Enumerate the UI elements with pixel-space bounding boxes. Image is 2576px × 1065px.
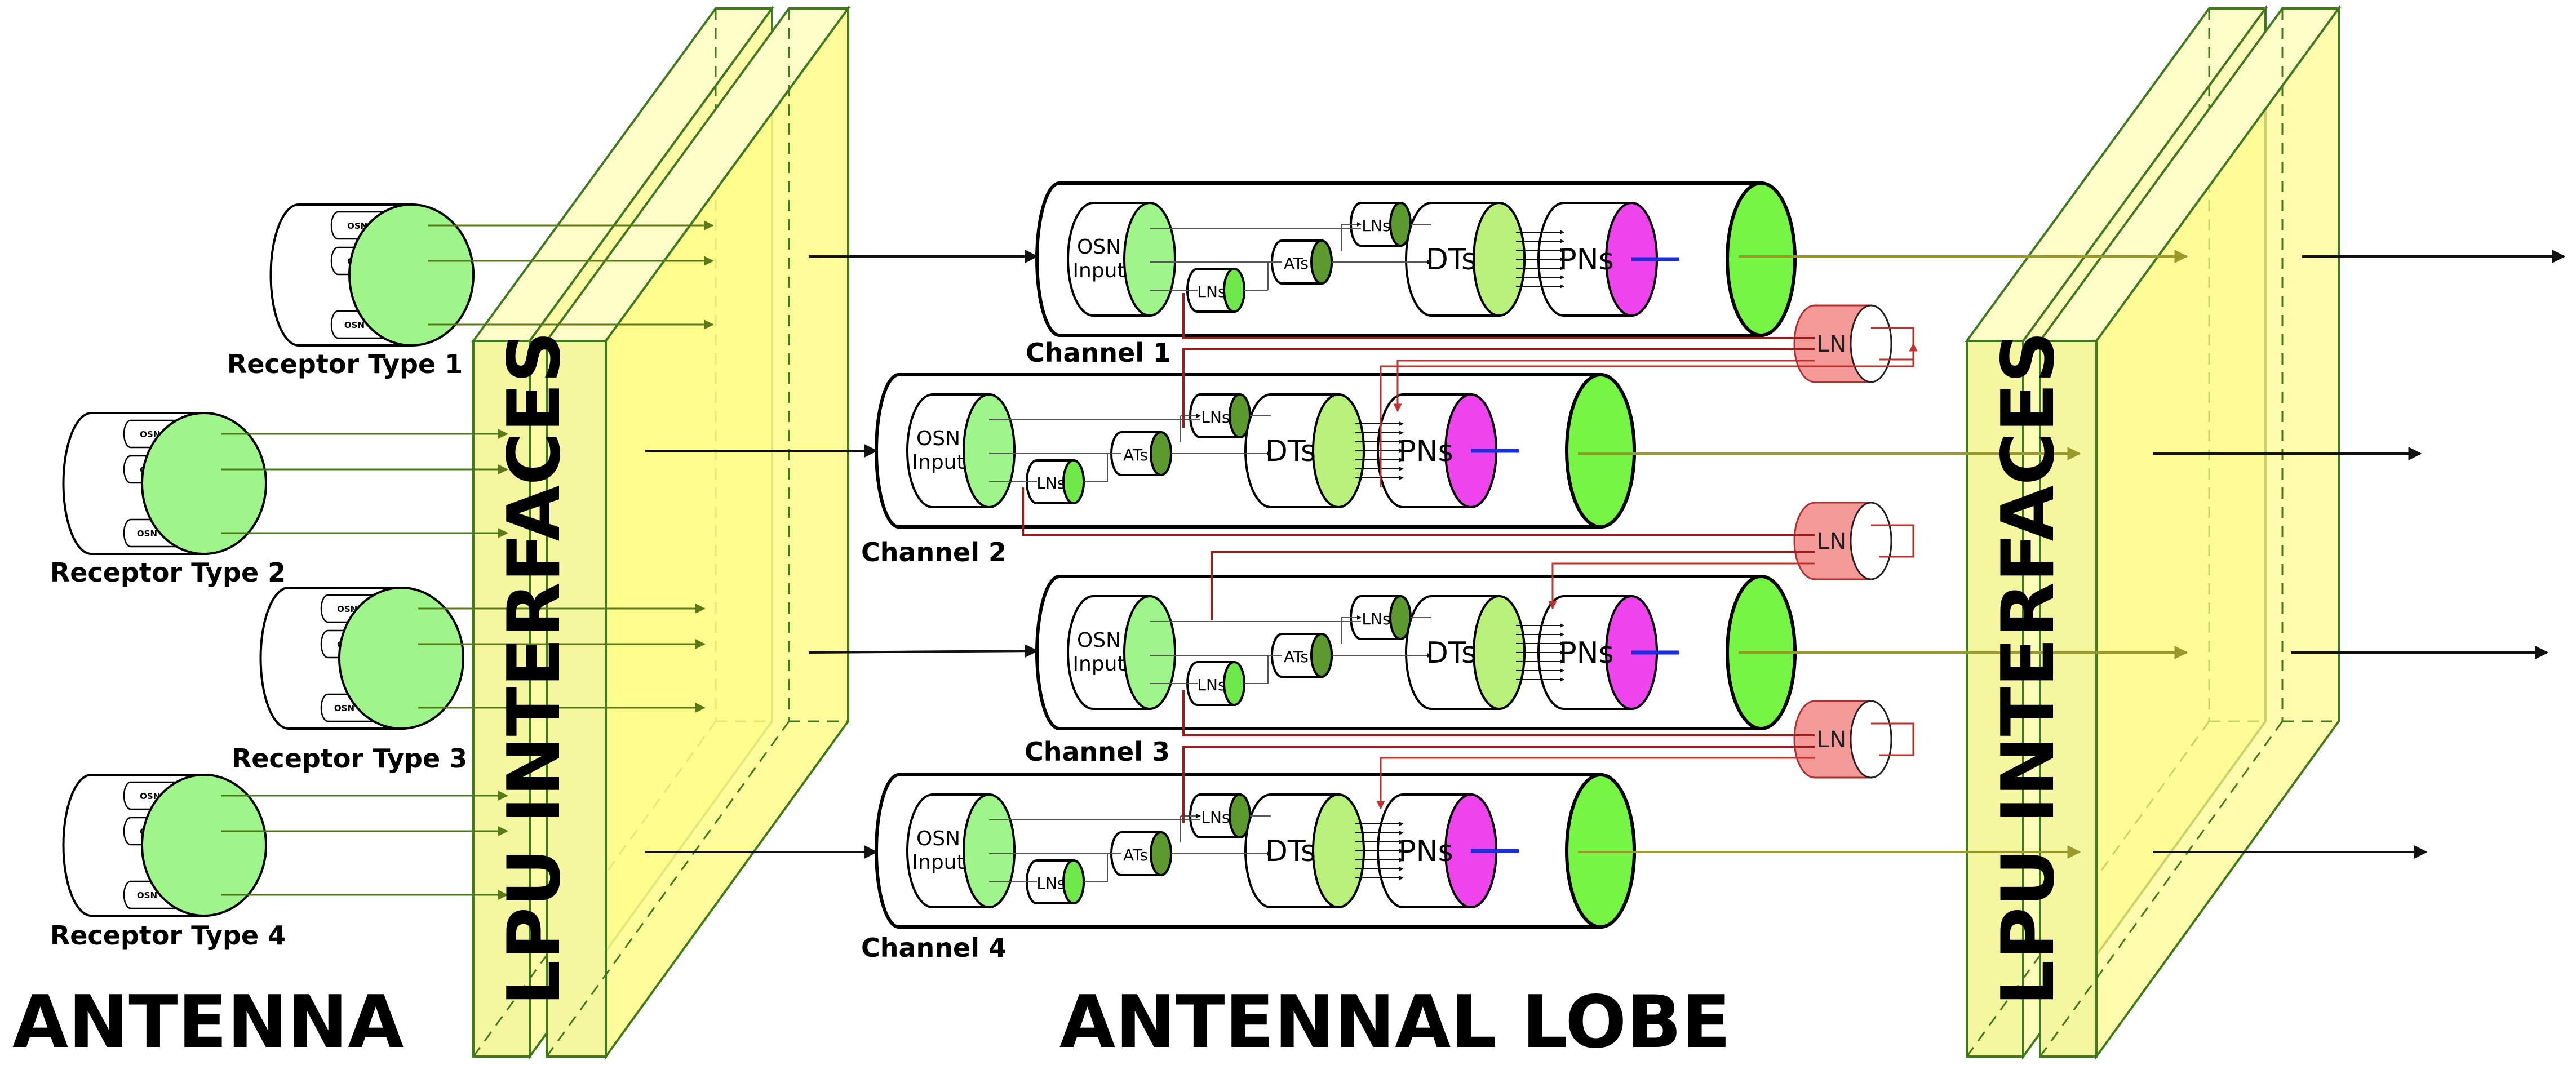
left-lpu-label: LPU INTERFACES [493,331,577,1006]
lns-top-label: LNs [1201,408,1230,427]
channel-output [1726,181,1797,337]
ats-label: ATs [1123,446,1148,464]
lns-top-cylinder [1350,595,1412,640]
receptor-label: Receptor Type 4 [50,920,286,951]
osn-input-label: Input [1072,653,1125,676]
osn-input-label: OSN [1077,629,1121,652]
lns-top-cylinder [1189,793,1251,838]
osn-input-label: OSN [1077,236,1121,259]
lns-top-label: LNs [1362,610,1390,628]
signal-arrows [645,250,2566,859]
pns-label: PNs [1559,636,1613,670]
channel-label: Channel 2 [861,537,1007,567]
lns-bottom-cylinder [1186,661,1245,706]
pns-cylinder [1537,202,1658,317]
channel-wiring [989,814,1519,882]
osn-input-cylinder [906,393,1016,508]
ln-label: LN [1817,331,1846,357]
dts-cylinder [1244,393,1365,508]
osn-input-label: Input [1072,259,1125,282]
lns-top-cylinder [1189,393,1251,438]
local-neuron-3: LN [1793,700,1914,779]
panel-to-channel-arrow [808,644,1039,658]
receptor-end [141,412,267,555]
lns-bottom-label: LNs [1036,874,1065,893]
ln-label: LN [1817,727,1846,753]
channel-wiring [989,414,1519,482]
dts-label: DTs [1426,243,1477,277]
channel-label: Channel 1 [1026,338,1171,368]
osn-input-label: Input [912,451,964,474]
ats-label: ATs [1284,647,1309,666]
dts-cylinder [1405,595,1526,710]
left-lpu-panels [471,5,850,1060]
receptor-label: Receptor Type 3 [232,743,467,774]
osn-input-cylinder [906,793,1016,908]
antennal-lobe-label: ANTENNAL LOBE [1059,980,1731,1064]
left-panel-front [544,5,850,1060]
lns-bottom-label: LNs [1197,676,1226,694]
ats-cylinder [1271,239,1333,285]
osn-input-label: OSN [916,827,960,850]
local-neuron-1: LN [1793,304,1914,383]
pns-label: PNs [1398,835,1453,868]
channel-output [1565,373,1636,529]
dts-cylinder [1244,793,1365,908]
osn-input-cylinder [1067,202,1176,317]
ats-cylinder [1271,633,1333,678]
osn-input-label: OSN [916,427,960,450]
ats-cylinder [1110,831,1172,876]
pns-label: PNs [1559,243,1613,277]
local-neuron-group: LN LN LN [1022,293,1918,823]
receptor-label: Receptor Type 2 [50,557,286,588]
ats-label: ATs [1123,846,1148,864]
channel-wiring [1150,615,1679,684]
dts-cylinder [1405,202,1526,317]
channel-label: Channel 3 [1025,736,1170,767]
lns-top-label: LNs [1362,216,1390,235]
receptor-end [348,203,475,347]
lns-bottom-cylinder [1026,859,1085,904]
osn-input-cylinder [1067,595,1176,710]
dts-label: DTs [1265,835,1316,868]
channel-label: Channel 4 [861,933,1007,963]
channel-wiring [1150,222,1679,291]
ats-label: ATs [1284,254,1309,273]
receptor-end [141,774,267,917]
receptor-label: Receptor Type 1 [227,349,463,379]
antenna-label: ANTENNA [12,980,404,1064]
right-lpu-label: LPU INTERFACES [1987,331,2070,1006]
right-lpu-panels [1965,5,2341,1060]
dts-label: DTs [1426,636,1477,670]
lns-bottom-label: LNs [1197,282,1226,301]
local-neuron-2: LN [1793,502,1914,580]
lns-bottom-cylinder [1186,268,1245,313]
right-panel-front [2038,5,2341,1060]
lns-bottom-cylinder [1026,459,1085,504]
lns-top-label: LNs [1201,808,1230,827]
ln-wires [1022,293,1918,823]
dts-label: DTs [1265,434,1316,468]
receptor-end [338,587,464,730]
pns-label: PNs [1398,434,1453,468]
lns-bottom-label: LNs [1036,474,1065,492]
ln-label: LN [1817,529,1846,554]
osn-input-label: Input [912,851,964,874]
